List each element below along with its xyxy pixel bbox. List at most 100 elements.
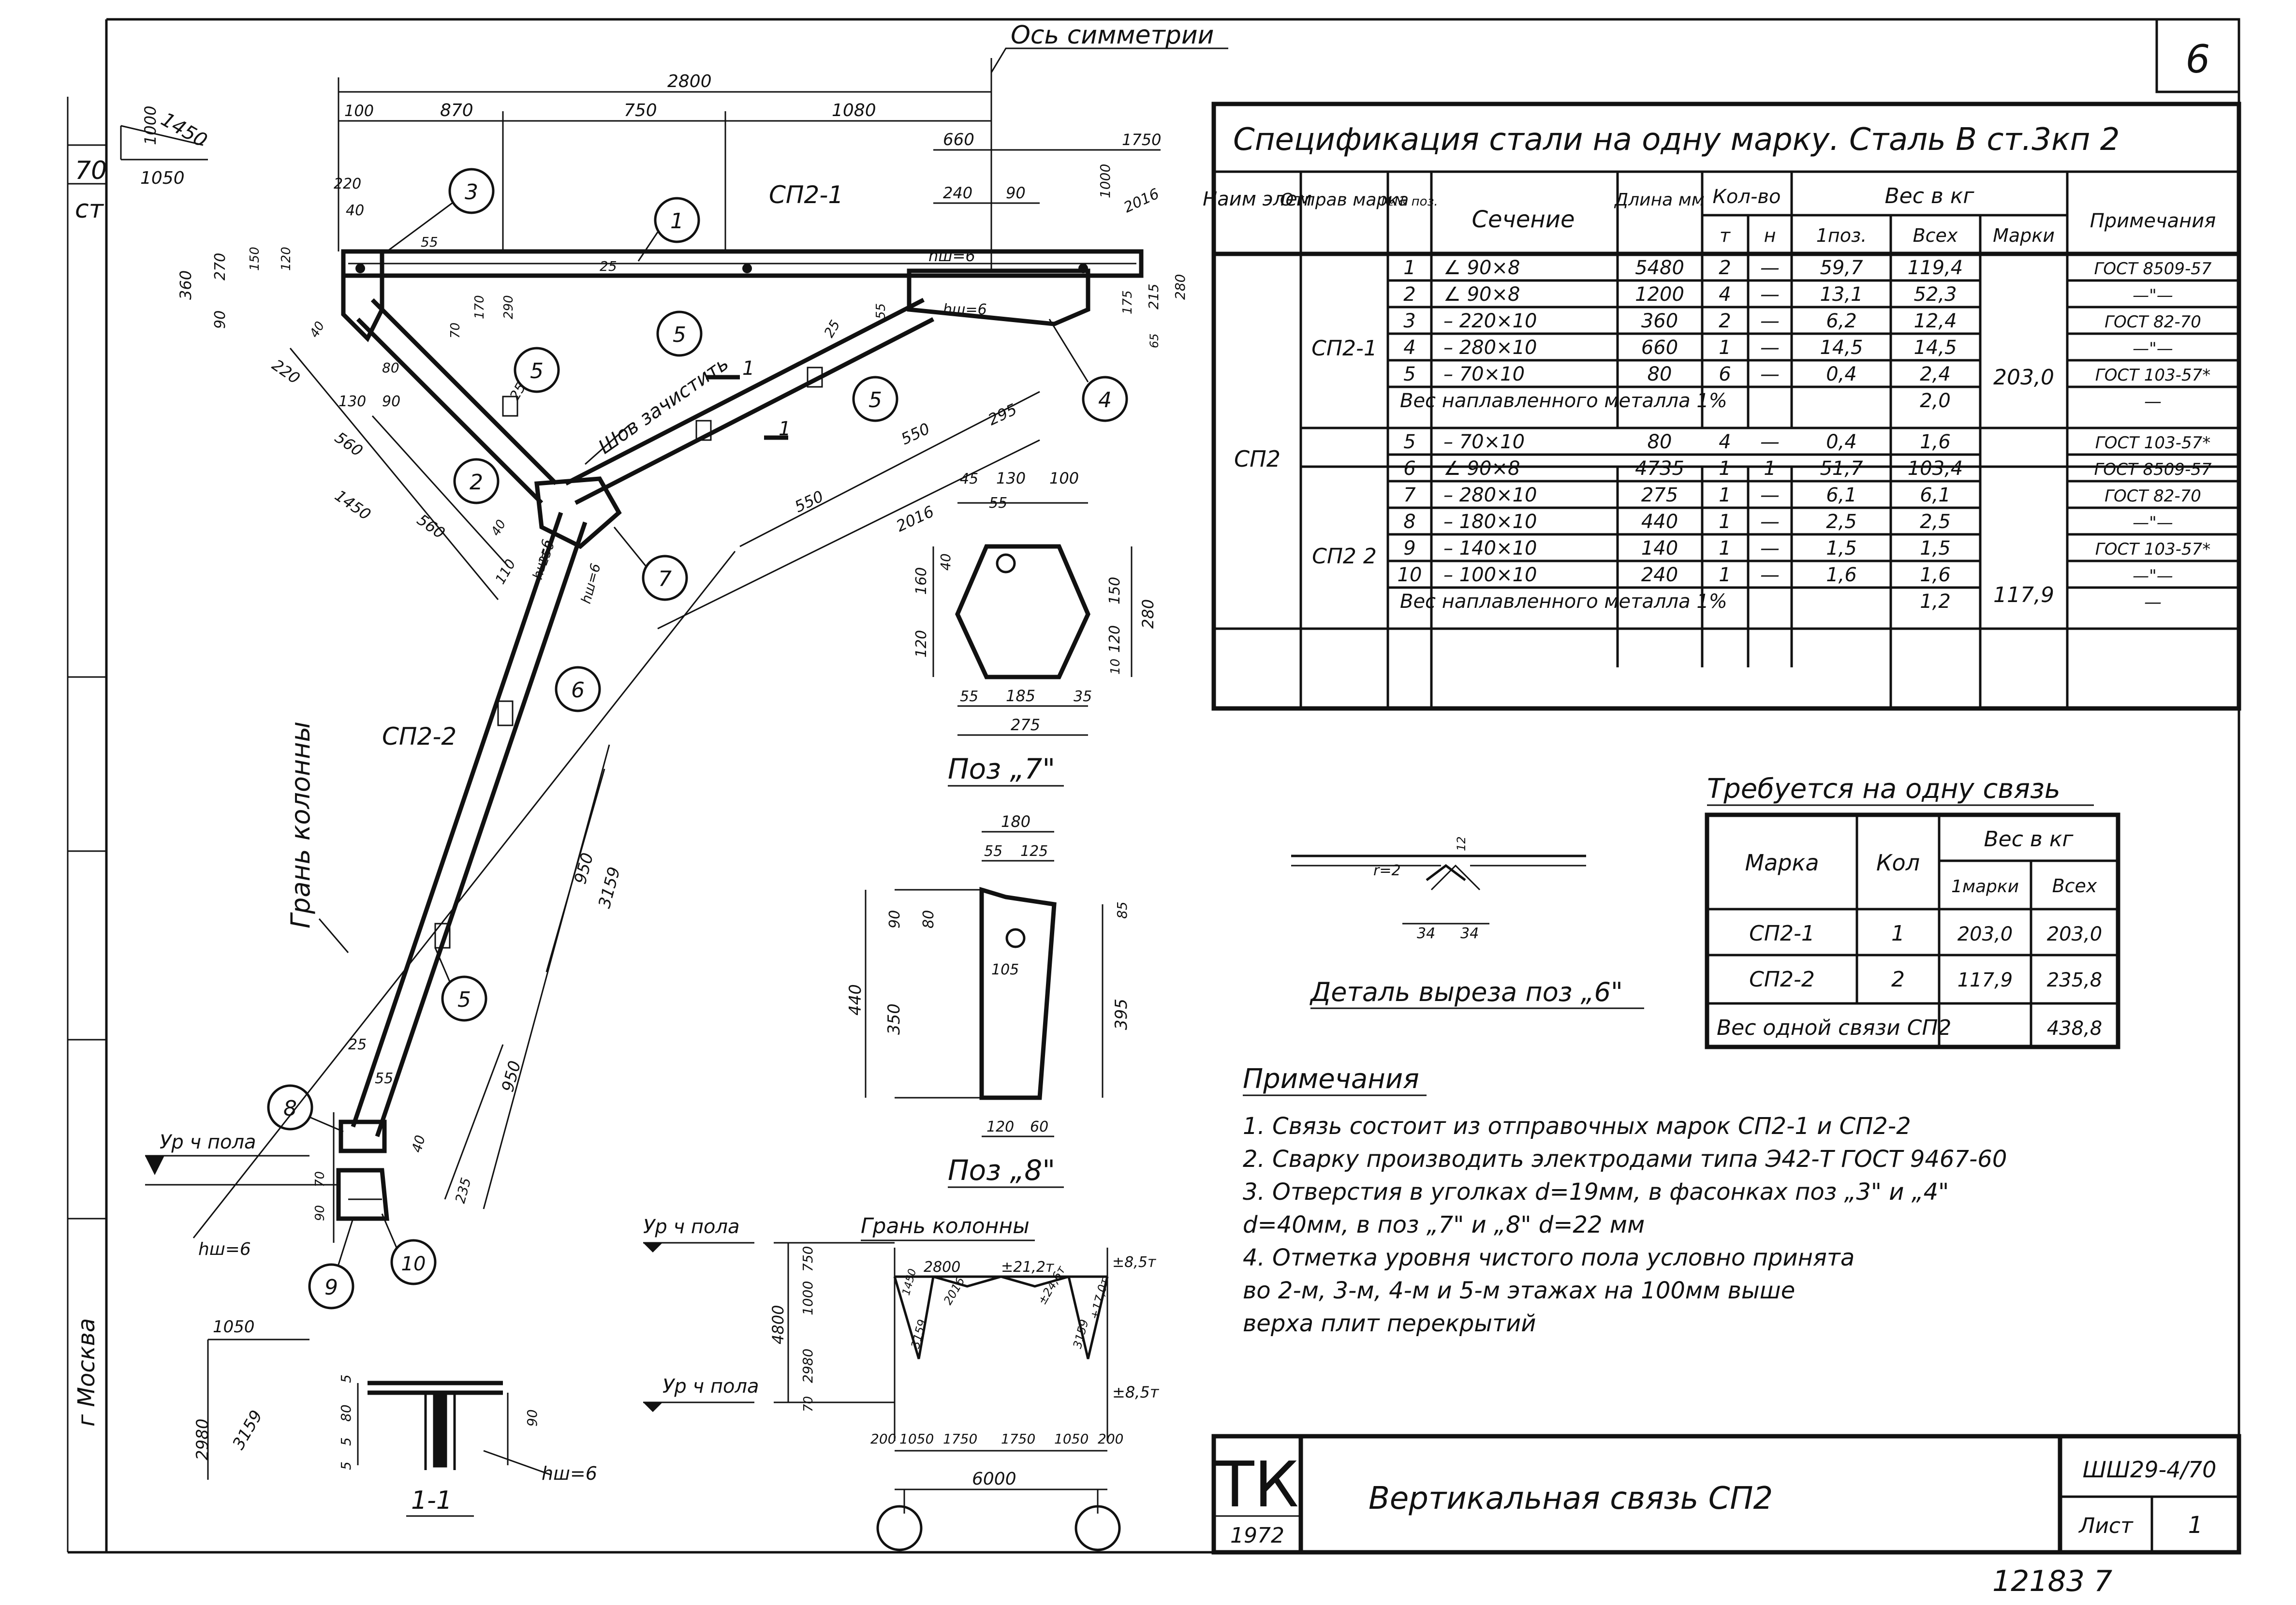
scheme-top-force: ±21,2т (1001, 1259, 1055, 1276)
spec-mark-sp21: СП2-1 (1311, 336, 1377, 361)
spec-cell-wall: 52,3 (1913, 283, 1957, 306)
spec-cell-note: —"— (2133, 339, 2173, 358)
position-bubble-5b: 5 (514, 347, 560, 393)
spec-cell-pos: 5 (1403, 363, 1415, 385)
dim-235: 235 (452, 1176, 474, 1205)
scheme-title: Грань колонны (861, 1214, 1030, 1238)
spec-cell-qty-n: — (1760, 257, 1780, 279)
required-table: Требуется на одну связь Марка Кол Вес в … (1705, 773, 2120, 1049)
dim-3159-diag: 3159 (595, 865, 624, 910)
spec-header-note: Примечания (2090, 210, 2216, 232)
pos7-dim-100: 100 (1049, 469, 1079, 487)
position-bubble-5d: 5 (434, 947, 487, 1022)
req-row2-wall: 235,8 (2047, 969, 2103, 991)
dim-65: 65 (1148, 333, 1161, 348)
sec11-weld: hш=6 (542, 1463, 597, 1484)
dim-870: 870 (440, 101, 473, 120)
sec11-dim-5b: 5 (338, 1437, 354, 1446)
margin-label-st: ст (75, 195, 104, 224)
part-label-sp21: СП2-1 (769, 181, 843, 209)
req-header-wall: Всех (2052, 875, 2097, 897)
dim-280: 280 (1172, 274, 1188, 300)
spec-cell-note: ГОСТ 82-70 (2105, 312, 2201, 332)
spec-cell-pos: 8 (1403, 511, 1415, 533)
spec-cell-qty-n: — (1760, 537, 1780, 560)
dim-290: 290 (501, 295, 516, 319)
dim-660: 660 (943, 130, 974, 149)
note-line: 2. Сварку производить электродами типа Э… (1243, 1146, 2007, 1173)
spec-header-wall: Всех (1913, 225, 1958, 246)
dim-55-left: 55 (421, 234, 438, 250)
spec-cell-pos: 5 (1403, 431, 1415, 453)
spec-cell-w1: 6,1 (1826, 484, 1857, 506)
pos7-dim-55: 55 (989, 495, 1007, 512)
dim-240: 240 (943, 184, 972, 202)
dim-55-low: 55 (375, 1070, 393, 1087)
dim-25-left: 25 (600, 258, 617, 274)
spec-cell-pos: 7 (1403, 484, 1416, 506)
note-line: 1. Связь состоит из отправочных марок СП… (1243, 1113, 1911, 1140)
section-1-1: 5 80 5 5 90 hш=6 1-1 (338, 1374, 597, 1517)
scheme-total-span: 6000 (972, 1469, 1016, 1489)
scheme-bottom-1050a: 1050 (899, 1431, 934, 1447)
scheme-side-1000: 1000 (800, 1281, 816, 1315)
dim-560-b: 560 (413, 510, 448, 542)
dim-270: 270 (212, 253, 229, 280)
pos8-dim-180: 180 (1001, 812, 1030, 831)
note-line: 4. Отметка уровня чистого пола условно п… (1243, 1244, 1854, 1271)
pos8-dim-350: 350 (884, 1003, 904, 1035)
scheme-side-4800: 4800 (769, 1305, 787, 1344)
scheme-top-force-r: ±8,5т (1112, 1254, 1157, 1271)
dim-40-left: 40 (307, 319, 328, 340)
sec11-caption: 1-1 (411, 1486, 452, 1515)
spec-cell-w1: 1,6 (1826, 564, 1857, 586)
spec-cell-qty-t: 6 (1719, 363, 1731, 385)
req-row1-qty: 1 (1891, 921, 1905, 946)
sec11-dim-80: 80 (338, 1404, 354, 1422)
dim-1750: 1750 (1122, 131, 1161, 149)
pos7-dim-40: 40 (938, 553, 954, 571)
margin-label-70: 70 (75, 156, 107, 185)
scheme-bottom-1750a: 1750 (943, 1431, 977, 1447)
spec-cell-pos: 4 (1403, 337, 1415, 359)
dim-220-left: 220 (268, 355, 303, 387)
spec-cell-pos: 6 (1403, 457, 1415, 480)
position-bubble-8: 8 (267, 1084, 344, 1133)
column-face-label: Грань колонны (285, 722, 316, 928)
dim-360: 360 (177, 270, 195, 300)
note-line: 3. Отверстия в уголках d=19мм, в фасонка… (1243, 1178, 1949, 1206)
dim-40-low: 40 (409, 1134, 428, 1154)
spec-cell-note: —"— (2133, 286, 2173, 305)
spec-mark-sp22: СП2 2 (1312, 544, 1377, 569)
spec-cell-qty-t: 2 (1719, 257, 1731, 279)
spec-header-elem: Наим элем (1203, 188, 1312, 210)
pos7-dim-275: 275 (1011, 716, 1040, 734)
spec-cell-section: – 220×10 (1443, 310, 1537, 332)
dim-70-left: 70 (448, 323, 463, 339)
dim-2016-right: 2016 (893, 502, 937, 535)
weld-label-d: hш=6 (578, 561, 604, 605)
weld-label-e: hш=6 (198, 1239, 251, 1259)
spec-cell-wall: 14,5 (1913, 337, 1957, 359)
weld-label-a: hш=6 (928, 247, 975, 265)
spec-cell-length: 4735 (1635, 457, 1684, 480)
spec-cell-section: – 70×10 (1443, 431, 1525, 453)
position-bubble-3: 3 (386, 168, 495, 252)
spec-cell-w1: 13,1 (1820, 283, 1863, 306)
spec-cell-qty-t: 1 (1719, 457, 1731, 480)
svg-text:5: 5 (457, 987, 471, 1012)
required-title: Требуется на одну связь (1707, 773, 2061, 805)
spec-cell-length: 360 (1641, 310, 1678, 332)
dim-40: 40 (346, 202, 364, 219)
scheme-member-1450: 1450 (900, 1267, 919, 1297)
spec-cell-pos: 10 (1398, 564, 1422, 586)
spec-cell-note: ГОСТ 8509-57 (2094, 460, 2211, 479)
spec-cell-qty-n: — (1760, 431, 1780, 453)
margin-label-city: г Москва (73, 1318, 100, 1427)
dim-950-b: 950 (498, 1059, 525, 1094)
dim-120: 120 (279, 247, 294, 271)
sec11-dim-5a: 5 (338, 1374, 354, 1383)
pos8-dim-120: 120 (986, 1119, 1014, 1135)
spec-cell-length: 5480 (1635, 257, 1684, 279)
